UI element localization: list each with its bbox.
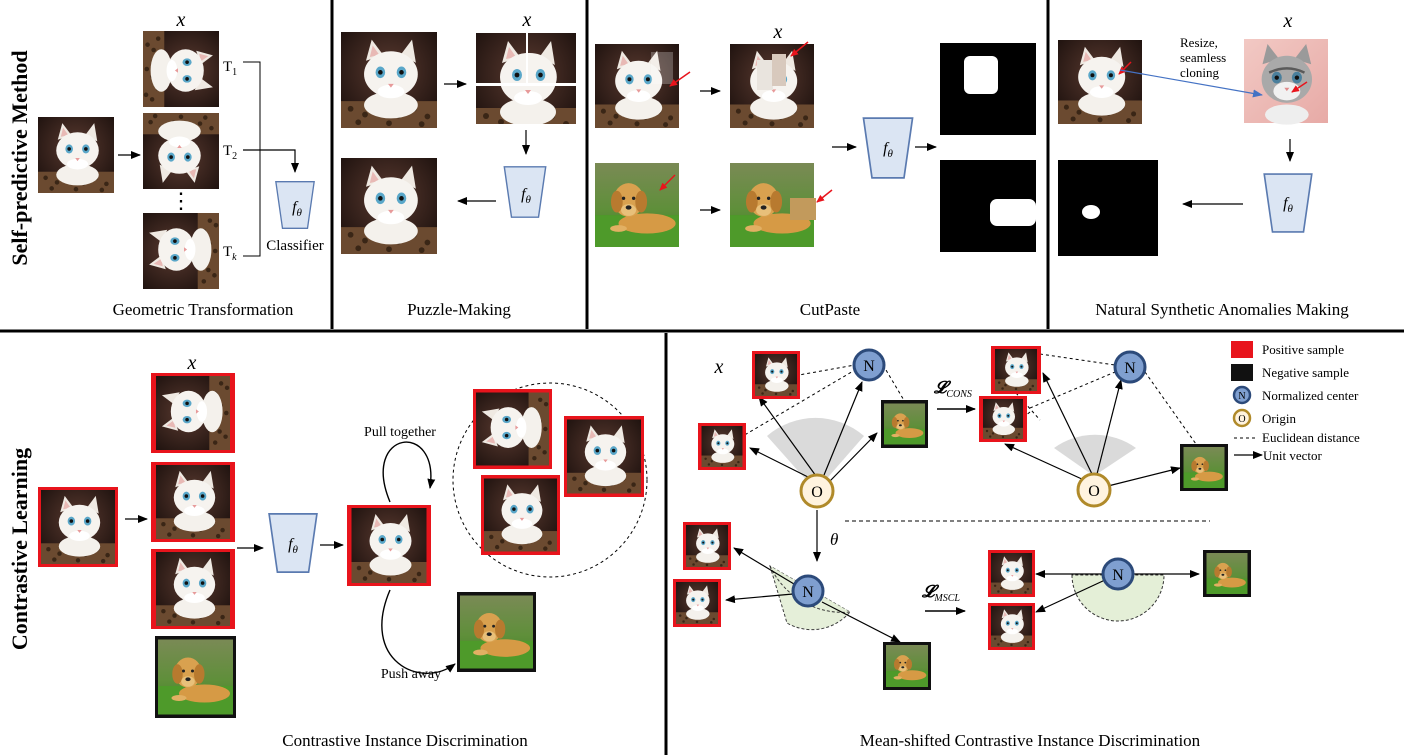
panel-geometric: x ⋮ T1 T2 Tk fθ Classifier Geometric Tra… xyxy=(38,9,324,319)
encoder xyxy=(268,513,318,573)
caption-puzzle: Puzzle-Making xyxy=(407,300,511,319)
center-n-label: N xyxy=(863,358,875,375)
encoder-label: fθ xyxy=(288,536,298,556)
positive-cluster xyxy=(452,382,648,578)
x-label: x xyxy=(714,356,724,378)
positive-sample xyxy=(995,349,1037,391)
pushed-negative xyxy=(460,595,533,669)
encoder-label: fθ xyxy=(521,186,531,206)
input-image xyxy=(41,490,115,564)
dots: ⋮ xyxy=(170,188,192,213)
anchor-image xyxy=(351,508,427,583)
input-image xyxy=(38,117,114,193)
legend-euclid: Euclidean distance xyxy=(1262,430,1360,445)
positive-sample xyxy=(686,525,728,567)
transformed-image-k xyxy=(143,213,219,289)
x-label: x xyxy=(176,9,186,31)
negative-view xyxy=(158,639,233,715)
loss-cons: 𝓛CONS xyxy=(933,378,972,400)
positive-sample xyxy=(983,399,1023,439)
caption-geometric: Geometric Transformation xyxy=(113,300,294,319)
transformed-image-2 xyxy=(143,113,219,189)
center-n-label: N xyxy=(1112,567,1124,584)
transform-label-k: Tk xyxy=(223,244,237,263)
positive-sample xyxy=(991,606,1032,647)
origin-node xyxy=(1076,472,1112,508)
legend-positive-swatch xyxy=(1231,341,1253,358)
pull-label: Pull together xyxy=(364,425,436,440)
origin-node xyxy=(799,473,835,509)
panel-cutpaste: x fθ CutPaste xyxy=(595,21,1036,319)
negative-sample xyxy=(886,645,928,687)
caption-cutpaste: CutPaste xyxy=(800,300,860,319)
transform-label-1: T1 xyxy=(223,59,237,78)
legend-unit: Unit vector xyxy=(1263,448,1323,463)
cluster-image-1 xyxy=(476,392,549,466)
transform-label-2: T2 xyxy=(223,143,237,162)
push-label: Push away xyxy=(381,667,441,682)
legend-origin-icon xyxy=(1232,408,1252,428)
encoder-label: fθ xyxy=(883,140,893,160)
center-n-label: N xyxy=(802,584,814,601)
x-label: x xyxy=(187,352,197,374)
positive-sample xyxy=(676,582,718,624)
cluster-image-3 xyxy=(484,478,557,552)
panel-puzzle: x fθ Puzzle-Making xyxy=(341,9,576,319)
row-label-self-predictive: Self-predictive Method xyxy=(7,50,32,265)
positive-sample xyxy=(755,354,797,396)
normalized-center xyxy=(1113,350,1147,384)
negative-sample xyxy=(884,403,925,445)
legend-center: Normalized center xyxy=(1262,388,1359,403)
legend-origin-letter: O xyxy=(1238,414,1245,425)
legend: Positive sample Negative sample N Normal… xyxy=(1231,341,1360,463)
loss-mscl: 𝓛MSCL xyxy=(921,582,960,604)
puzzle-pieces xyxy=(476,33,576,124)
x-label: x xyxy=(1283,10,1293,32)
negative-sample xyxy=(1206,553,1248,594)
center-n-label: N xyxy=(1124,360,1136,377)
positive-view-3 xyxy=(156,552,230,626)
positive-view-1 xyxy=(156,376,230,450)
caption-contrastive: Contrastive Instance Discrimination xyxy=(282,731,528,750)
origin-o-label: O xyxy=(811,484,823,501)
panel-natural: Resize, seamless cloning x fθ Natural Sy… xyxy=(1058,10,1349,319)
legend-positive: Positive sample xyxy=(1262,342,1344,357)
cluster-image-2 xyxy=(567,419,641,494)
normalized-center xyxy=(1101,557,1135,591)
transformed-image-1 xyxy=(143,31,219,107)
positive-view-2 xyxy=(156,465,230,539)
panel-contrastive: x fθ Pull together Push away Contrastive… xyxy=(38,352,648,750)
normalized-center xyxy=(791,574,825,608)
x-label: x xyxy=(522,9,532,31)
reconstructed-image xyxy=(341,158,437,254)
caption-natural: Natural Synthetic Anomalies Making xyxy=(1095,300,1349,319)
input-image xyxy=(341,32,437,128)
negative-sample xyxy=(1183,447,1225,488)
anomaly-mask xyxy=(1058,160,1158,256)
positive-sample xyxy=(701,426,743,467)
classifier-label: Classifier xyxy=(266,238,324,254)
x-label: x xyxy=(773,21,783,43)
resize-note: Resize, seamless cloning xyxy=(1180,35,1229,80)
legend-center-letter: N xyxy=(1238,391,1245,402)
theta-label: θ xyxy=(830,530,838,549)
legend-center-icon xyxy=(1232,385,1252,405)
normalized-center xyxy=(852,348,886,382)
input-image xyxy=(1058,40,1142,124)
legend-origin: Origin xyxy=(1262,411,1296,426)
encoder-label: fθ xyxy=(1283,195,1293,215)
legend-negative-swatch xyxy=(1231,364,1253,381)
panel-mean-shifted: x N O 𝓛CONS xyxy=(673,341,1360,750)
origin-o-label: O xyxy=(1088,483,1100,500)
legend-negative: Negative sample xyxy=(1262,365,1349,380)
positive-sample xyxy=(991,553,1032,594)
source-image xyxy=(1244,37,1328,127)
encoder-label: fθ xyxy=(292,199,302,219)
caption-mean-shifted: Mean-shifted Contrastive Instance Discri… xyxy=(860,731,1201,750)
row-label-contrastive: Contrastive Learning xyxy=(7,448,32,650)
input-dog xyxy=(595,163,679,247)
